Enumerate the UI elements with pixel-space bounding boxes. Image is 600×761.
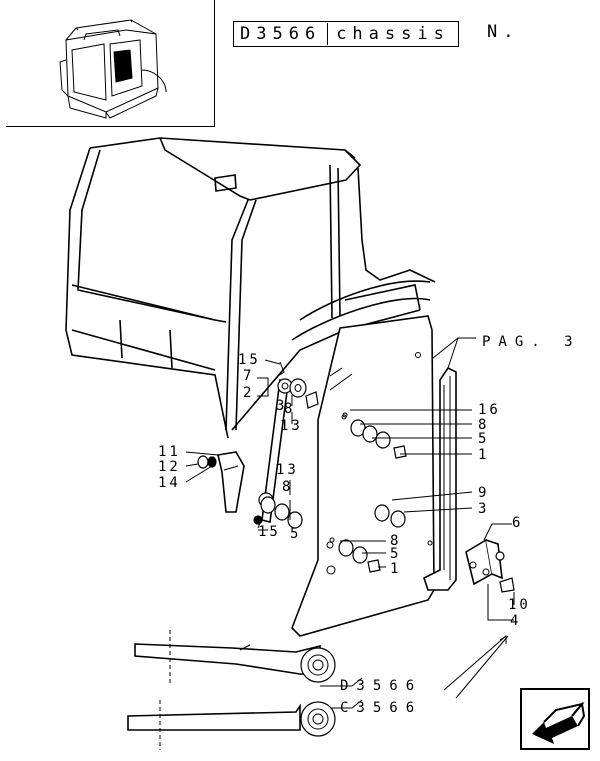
callout-11: 11	[158, 444, 181, 460]
callout-6: 6	[512, 515, 520, 531]
callout-12: 12	[158, 459, 181, 475]
cab-rear-post	[329, 164, 341, 319]
callout-5-low: 5	[390, 546, 398, 562]
door-glass-panel	[291, 315, 435, 637]
lower-hardware	[253, 496, 406, 573]
arrow-down-left-icon	[532, 701, 586, 744]
cab-roof-front	[249, 149, 362, 201]
variant-arm-c	[127, 700, 336, 750]
callout-16: 16	[478, 402, 501, 418]
cab-door-frame	[357, 167, 436, 283]
callout-2: 2	[243, 385, 251, 401]
callout-8-right: 8	[478, 417, 486, 433]
callout-13-top: 13	[280, 418, 303, 434]
chassis-label: chassis	[336, 24, 450, 44]
cab-side-outline	[65, 147, 229, 439]
roof-lamp	[214, 174, 237, 192]
callout-8-top: 8	[284, 401, 292, 417]
variant-arm-d	[134, 630, 336, 684]
callout-15-top: 15	[238, 352, 261, 368]
model-code: D3566	[234, 23, 329, 45]
door-handle	[197, 451, 245, 513]
title-box: D3566 chassis	[233, 21, 459, 47]
callout-3-top: 3	[276, 398, 284, 414]
cab-front-post	[225, 199, 249, 431]
callout-5-mid: 5	[290, 526, 298, 542]
thumb-front-window	[71, 43, 107, 101]
page-ref-label: PAG. 3	[482, 334, 581, 350]
variant-label-d3566: D3566	[340, 678, 422, 694]
callout-labels: PAG. 3 15 7 2 8 13 16 8 5 1 11 12 14 13 …	[158, 334, 581, 716]
callout-10: 10	[508, 597, 531, 613]
cab-structure	[65, 137, 436, 439]
previous-page-button[interactable]	[520, 688, 590, 750]
callout-15-bottom: 15	[258, 524, 281, 540]
cab-thumbnail-frame	[6, 0, 215, 127]
callout-13-mid: 13	[276, 462, 299, 478]
upper-hardware	[289, 378, 407, 459]
bracket-part-6	[465, 538, 515, 593]
handle-washer	[197, 455, 209, 469]
callout-4: 4	[510, 613, 518, 629]
callout-14: 14	[158, 475, 181, 491]
callout-1-low: 1	[390, 561, 398, 577]
thumb-door-window-highlight	[113, 49, 133, 83]
callout-9: 9	[478, 485, 486, 501]
callout-7: 7	[243, 368, 251, 384]
thumb-fender	[141, 69, 167, 93]
callout-5-right: 5	[478, 431, 486, 447]
callout-8-low: 8	[390, 533, 398, 549]
cab-thumbnail	[59, 19, 167, 119]
handle-spring	[207, 456, 217, 468]
chassis-number-label: N.	[487, 22, 520, 42]
thumb-roof	[65, 19, 157, 41]
callout-1-right: 1	[478, 447, 486, 463]
callout-3: 3	[478, 501, 486, 517]
variant-label-c3566: C3566	[340, 700, 422, 716]
thumb-side-window	[109, 39, 143, 97]
callout-8-mid: 8	[282, 479, 290, 495]
cab-roof-edge	[89, 137, 356, 159]
